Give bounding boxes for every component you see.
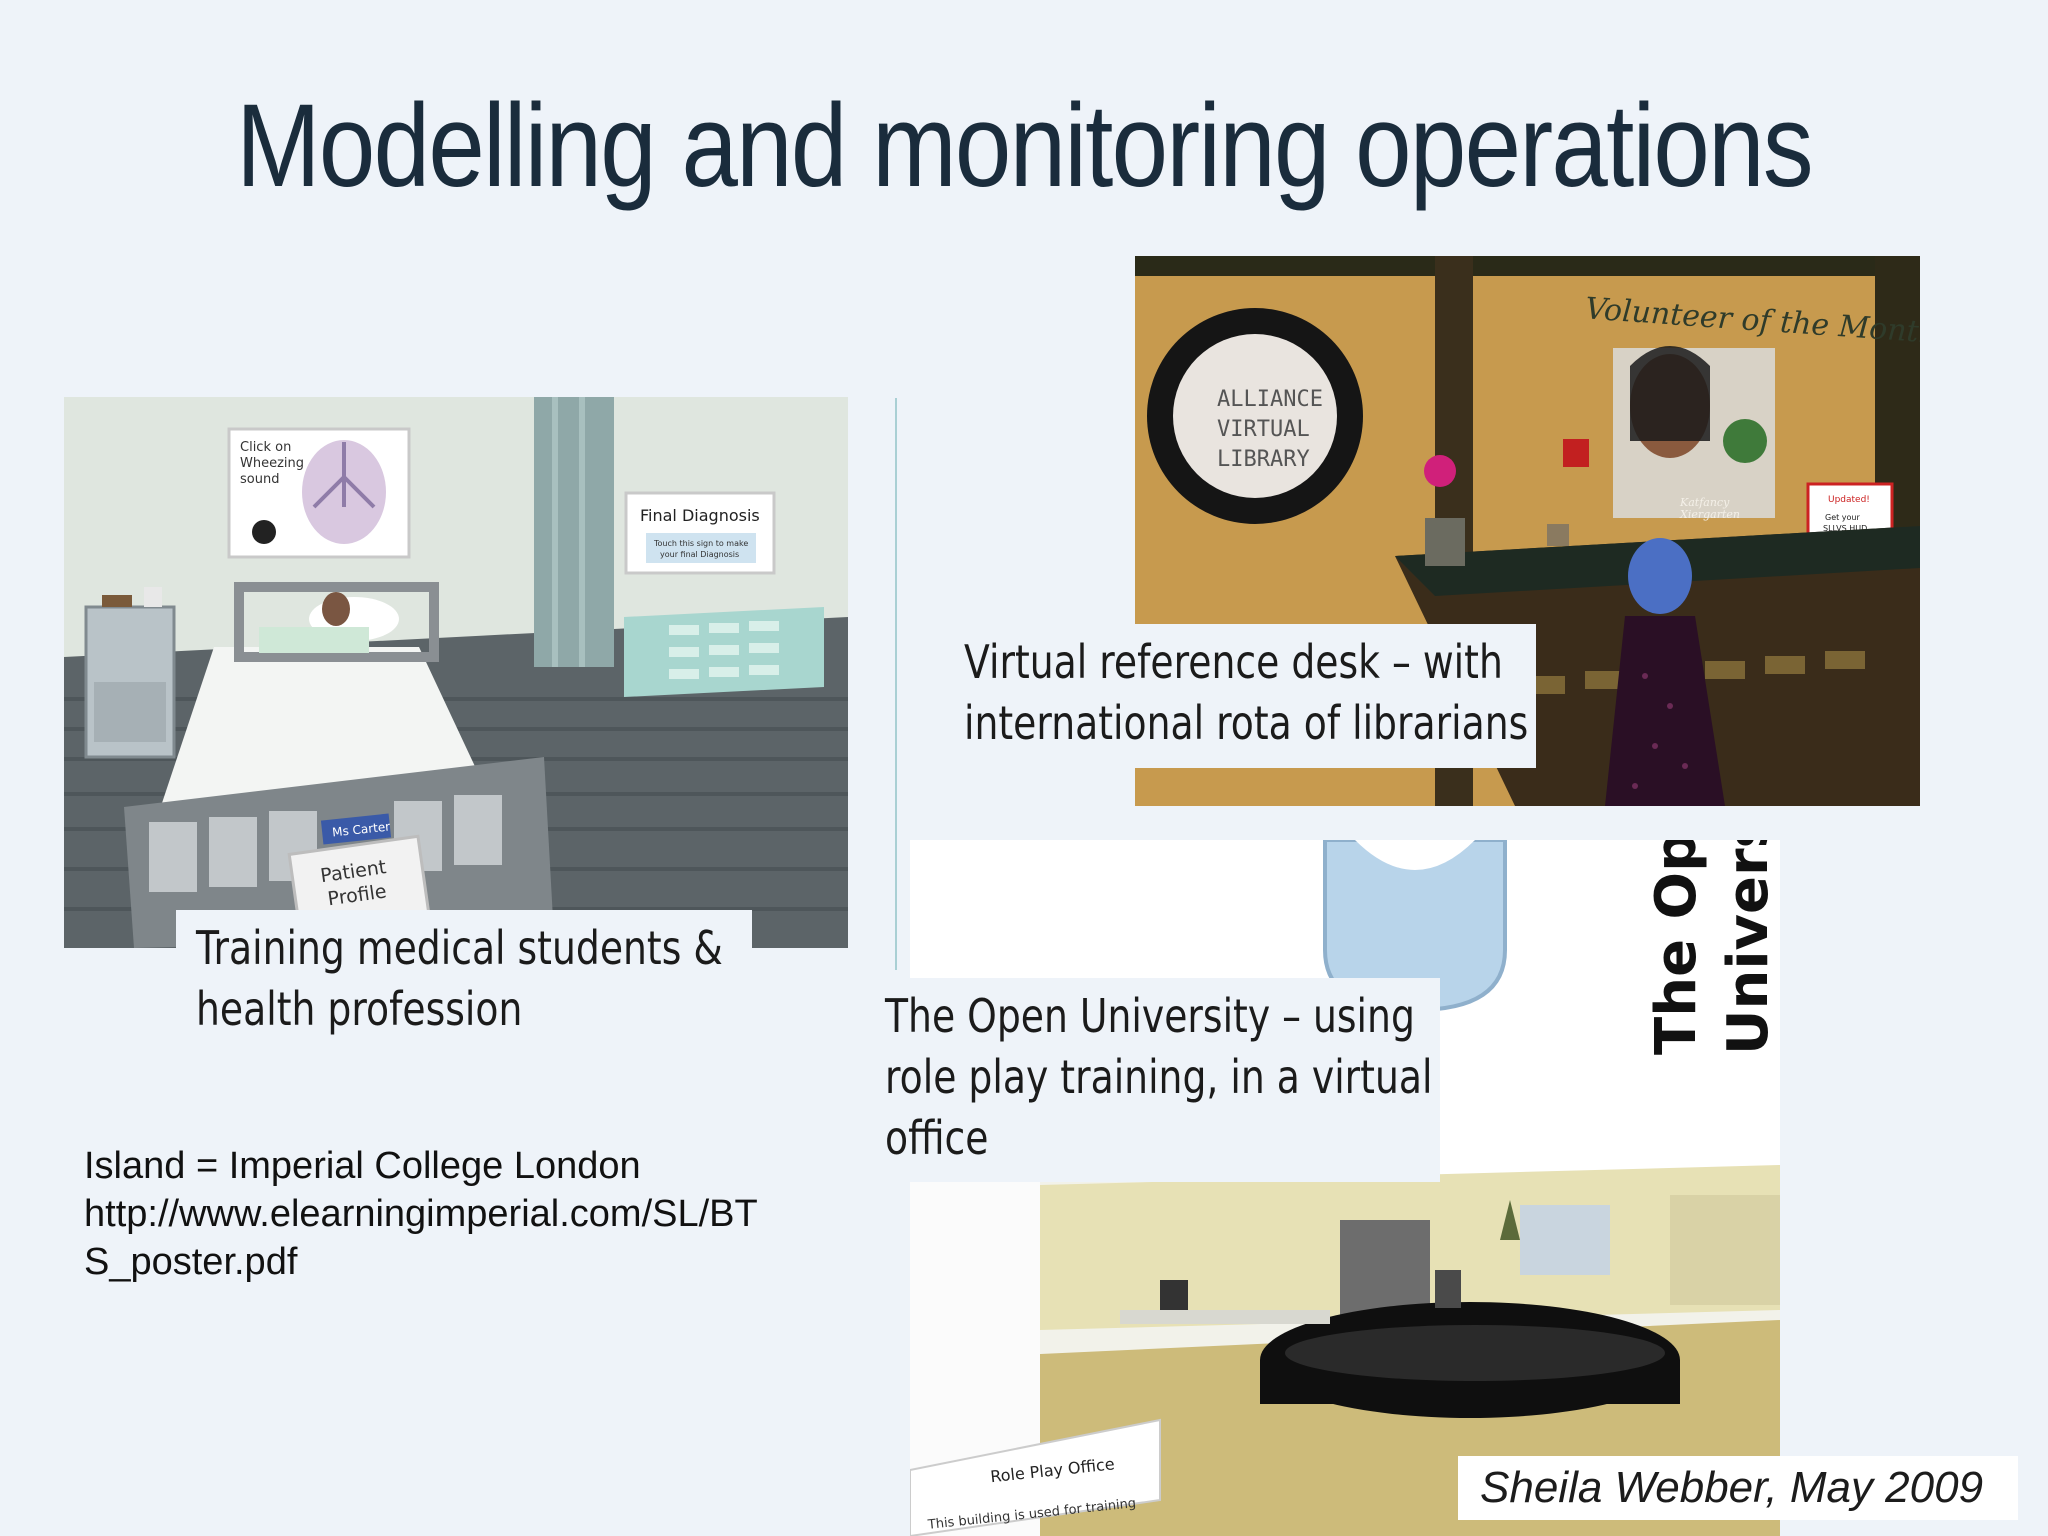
speaker-icon: [252, 520, 276, 544]
open-university-caption-line-1: The Open University – using: [885, 989, 1415, 1043]
open-university-caption-line-2: role play training, in a virtual: [885, 1050, 1433, 1104]
notice-line-1: Get your: [1825, 513, 1861, 522]
bed-name-tag: Ms Carter: [332, 819, 391, 839]
library-caption-line-2: international rota of librarians: [964, 696, 1529, 750]
library-logo-line-1: ALLIANCE: [1217, 387, 1323, 412]
portrait-name-1: Katfancy: [1679, 496, 1730, 509]
library-logo-line-3: LIBRARY: [1217, 447, 1310, 472]
library-caption-line-1: Virtual reference desk – with: [964, 635, 1503, 689]
island-note-line-3: S_poster.pdf: [84, 1241, 298, 1283]
poster-line-2: Wheezing: [240, 456, 304, 471]
hospital-ward-scene: Click on Wheezing sound Final Diagnosis …: [64, 397, 848, 948]
author-credit: Sheila Webber, May 2009: [1458, 1456, 2018, 1520]
open-university-screenshot: The Ope Univers Role Play Office This bu…: [910, 840, 1780, 1536]
poster-line-3: sound: [240, 472, 279, 487]
portrait-name-2: Xiergarten: [1679, 508, 1740, 521]
notice-line-2: SLLVS HUD: [1823, 524, 1867, 533]
final-diagnosis-sub-2: your final Diagnosis: [660, 550, 739, 559]
island-note: Island = Imperial College London http://…: [84, 1142, 804, 1286]
notice-title: Updated!: [1828, 495, 1870, 505]
open-university-scene: The Ope Univers Role Play Office This bu…: [910, 840, 1780, 1536]
building-lettering-1: The Ope: [1644, 840, 1709, 1055]
slide-title: Modelling and monitoring operations: [236, 80, 1813, 212]
hospital-caption-line-1: Training medical students &: [196, 921, 723, 975]
final-diagnosis-sub-1: Touch this sign to make: [653, 539, 748, 548]
column-divider: [895, 398, 897, 970]
open-university-caption-line-3: office: [885, 1111, 989, 1165]
hospital-caption: Training medical students & health profe…: [176, 910, 752, 1050]
hospital-ward-screenshot: Click on Wheezing sound Final Diagnosis …: [64, 397, 848, 948]
hospital-caption-line-2: health profession: [196, 982, 523, 1036]
building-lettering-2: Univers: [1716, 840, 1780, 1055]
library-caption: Virtual reference desk – with internatio…: [944, 624, 1536, 768]
final-diagnosis-title: Final Diagnosis: [640, 506, 760, 525]
island-note-line-1: Island = Imperial College London: [84, 1145, 641, 1187]
library-logo-line-2: VIRTUAL: [1217, 417, 1310, 442]
poster-line-1: Click on: [240, 440, 291, 455]
open-university-caption: The Open University – using role play tr…: [865, 978, 1440, 1182]
island-note-line-2: http://www.elearningimperial.com/SL/BT: [84, 1193, 758, 1235]
